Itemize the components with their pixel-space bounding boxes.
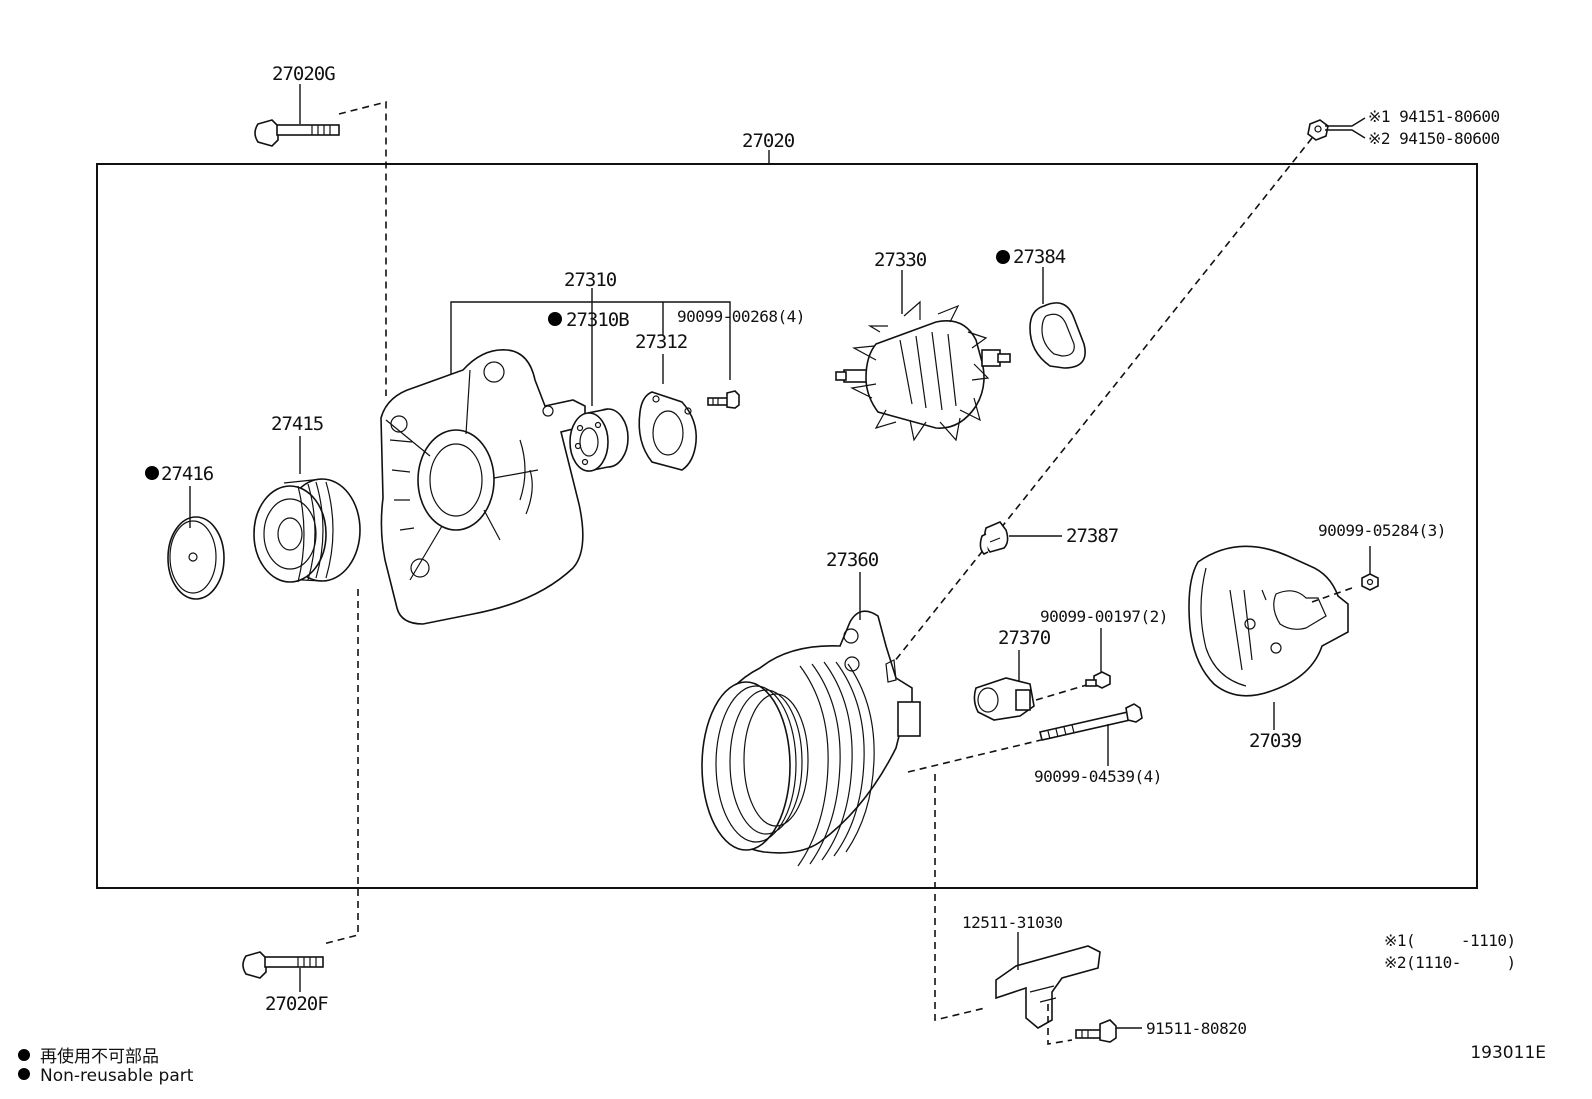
label-27387: 27387 xyxy=(1066,525,1119,547)
nut-90099-05284 xyxy=(1361,573,1379,591)
cap-27416 xyxy=(167,516,225,600)
pulley-27415 xyxy=(253,478,361,583)
legend-jp-text: 再使用不可部品 xyxy=(40,1047,159,1067)
legend-jp: 再使用不可部品 xyxy=(18,1042,159,1067)
legend-dot-icon xyxy=(18,1068,30,1080)
bolt-27020g xyxy=(254,119,340,147)
label-27330: 27330 xyxy=(874,249,927,271)
label-90099-05284: 90099-05284(3) xyxy=(1318,521,1446,540)
gasket-27384 xyxy=(1029,302,1086,369)
rectifier-end-frame-27360 xyxy=(701,610,921,867)
figure-code: 193011E xyxy=(1470,1043,1546,1063)
label-27310b: 27310B xyxy=(566,309,629,331)
label-90099-04539: 90099-04539(4) xyxy=(1034,767,1162,786)
bracket-12511-31030 xyxy=(995,945,1101,1029)
legend-en: Non-reusable part xyxy=(18,1066,193,1086)
nut-94151 xyxy=(1307,119,1329,141)
legend-dot-icon xyxy=(18,1049,30,1061)
label-27020f: 27020F xyxy=(265,993,328,1015)
label-nut-94150-80600: ※2 94150-80600 xyxy=(1368,129,1500,148)
label-27312: 27312 xyxy=(635,331,687,353)
label-27384: 27384 xyxy=(1013,246,1066,268)
assembly-frame xyxy=(96,163,1478,889)
label-27370: 27370 xyxy=(998,627,1051,649)
bolt-90099-04539 xyxy=(1039,703,1143,741)
bearing-27310b xyxy=(569,408,629,472)
rear-cover-27039 xyxy=(1188,545,1349,697)
label-91511-80820: 91511-80820 xyxy=(1146,1019,1246,1038)
brush-holder-27370 xyxy=(973,677,1035,721)
label-27360: 27360 xyxy=(826,549,879,571)
screw-90099-00268 xyxy=(707,390,740,409)
label-90099-00268: 90099-00268(4) xyxy=(677,307,805,326)
label-27020: 27020 xyxy=(742,130,795,152)
note-1: ※1( -1110) xyxy=(1384,931,1516,950)
label-27039: 27039 xyxy=(1249,730,1302,752)
label-27416: 27416 xyxy=(161,463,214,485)
non-reusable-dot-27384 xyxy=(996,250,1010,264)
insulator-27387 xyxy=(979,521,1009,555)
label-nut-94151-80600: ※1 94151-80600 xyxy=(1368,107,1500,126)
label-27310: 27310 xyxy=(564,269,617,291)
drive-end-frame xyxy=(380,349,586,625)
label-27020g: 27020G xyxy=(272,63,335,85)
non-reusable-dot-27416 xyxy=(145,466,159,480)
non-reusable-dot-27310b xyxy=(548,312,562,326)
bolt-91511-80820 xyxy=(1075,1019,1117,1043)
label-90099-00197: 90099-00197(2) xyxy=(1040,607,1168,626)
note-2: ※2(1110- ) xyxy=(1384,953,1516,972)
rotor-27330 xyxy=(835,300,1011,442)
legend-en-text: Non-reusable part xyxy=(40,1066,194,1086)
screw-90099-00197 xyxy=(1085,671,1111,689)
bolt-27020f xyxy=(242,951,324,979)
retainer-plate-27312 xyxy=(638,391,698,471)
label-27415: 27415 xyxy=(271,413,323,435)
label-12511-31030: 12511-31030 xyxy=(962,913,1062,932)
